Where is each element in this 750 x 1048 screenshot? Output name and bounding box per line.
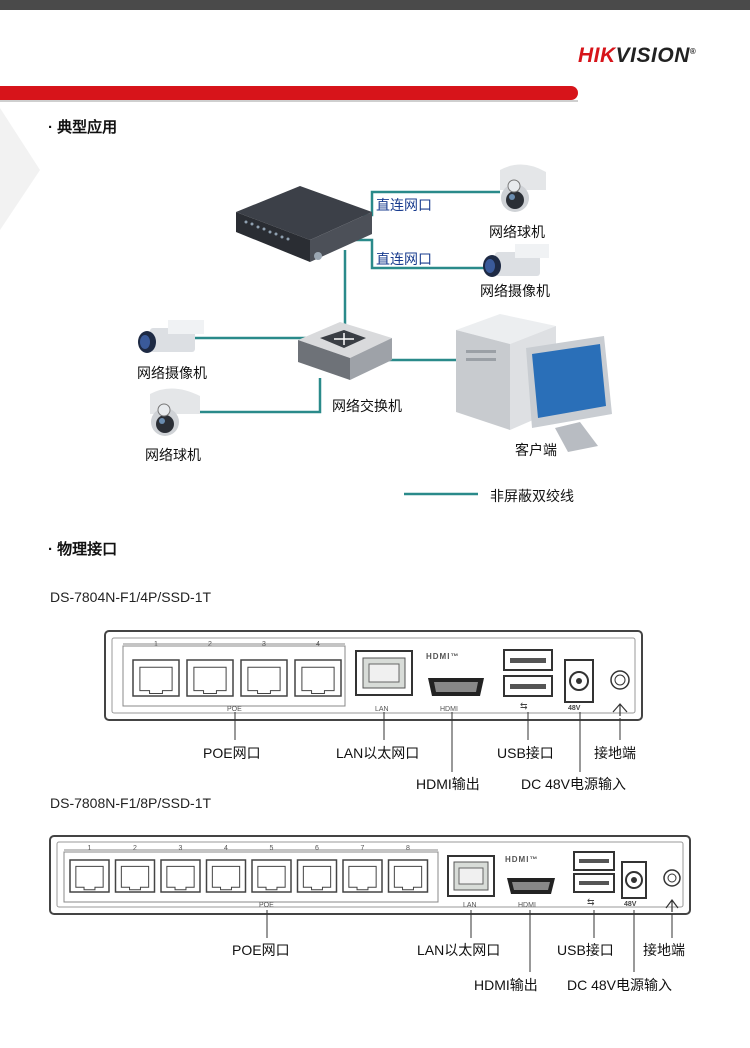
label-bullet-camera-left: 网络摄像机	[137, 365, 207, 381]
poe-port-number: 4	[316, 641, 320, 648]
label-direct-port-2: 直连网口	[376, 251, 432, 267]
callout-poe-device2: POE网口	[232, 942, 290, 958]
section-title-typical-application: · 典型应用	[48, 119, 118, 136]
label-dome-camera-left: 网络球机	[145, 447, 201, 463]
decorative-shape	[0, 108, 40, 230]
panel-label-lan-device1: LAN	[375, 706, 389, 713]
panel-label-poe-device2: POE	[259, 902, 274, 909]
panel-label-48v-device1: 48V	[568, 705, 581, 712]
panel-label-48v-device2: 48V	[624, 901, 637, 908]
panel-label-poe-device1: POE	[227, 706, 242, 713]
usb-symbol-icon-device2: ⇆	[587, 897, 595, 907]
poe-ports-device1	[132, 659, 342, 697]
model-name-device1: DS-7804N-F1/4P/SSD-1T	[50, 589, 212, 605]
poe-port	[186, 659, 234, 697]
label-direct-port-1: 直连网口	[376, 197, 432, 213]
poe-port-number: 6	[315, 845, 319, 852]
label-switch: 网络交换机	[332, 398, 402, 414]
poe-ports-device2	[69, 859, 429, 893]
poe-port	[342, 859, 383, 893]
callout-ground-device2: 接地端	[643, 942, 685, 958]
callout-dc-device2: DC 48V电源输入	[567, 977, 673, 993]
poe-port-number: 8	[406, 845, 410, 852]
top-dark-bar	[0, 0, 750, 10]
poe-port-numbers-device2: 1 2 3 4 5 6 7 8	[88, 845, 411, 852]
legend-label: 非屏蔽双绞线	[490, 488, 574, 504]
bullet-camera-left	[138, 320, 204, 353]
poe-port	[132, 659, 180, 697]
label-bullet-camera-right: 网络摄像机	[480, 283, 550, 299]
hdmi-logo-device2: HDMI™	[505, 855, 539, 864]
poe-port-number: 1	[88, 845, 92, 852]
callout-dc-device1: DC 48V电源输入	[521, 776, 627, 792]
ground-screw-device1	[610, 670, 630, 690]
model-name-device2: DS-7808N-F1/8P/SSD-1T	[50, 795, 212, 811]
poe-port-number: 2	[133, 845, 137, 852]
callout-poe-device1: POE网口	[203, 745, 261, 761]
poe-port-number: 1	[154, 641, 158, 648]
dome-camera-right	[500, 164, 546, 212]
poe-port	[387, 859, 429, 893]
callout-hdmi-device1: HDMI输出	[416, 776, 480, 792]
hikvision-logo: HIKVISION®	[578, 44, 697, 67]
label-dome-camera-right: 网络球机	[489, 224, 545, 240]
callout-lan-device1: LAN以太网口	[336, 745, 420, 761]
poe-port-number: 3	[262, 641, 266, 648]
label-client: 客户端	[515, 442, 557, 458]
client-pc	[456, 314, 612, 452]
poe-port-numbers-device1: 1 2 3 4	[154, 641, 320, 648]
callout-usb-device2: USB接口	[557, 942, 614, 958]
poe-port-number: 3	[179, 845, 183, 852]
panel-label-hdmi-device2: HDMI	[518, 902, 536, 909]
callout-hdmi-device2: HDMI输出	[474, 977, 538, 993]
poe-port	[114, 859, 156, 893]
callout-usb-device1: USB接口	[497, 745, 554, 761]
poe-port	[294, 659, 342, 697]
callout-lan-device2: LAN以太网口	[417, 942, 501, 958]
poe-port	[160, 859, 201, 893]
line-switch-dome	[200, 378, 322, 414]
poe-port-number: 5	[270, 845, 274, 852]
network-diagram	[0, 108, 612, 496]
bullet-camera-right	[483, 244, 549, 277]
usb-symbol-icon-device1: ⇆	[520, 701, 528, 711]
panel-label-hdmi-device1: HDMI	[440, 706, 458, 713]
poe-port	[251, 859, 292, 893]
panel-label-lan-device2: LAN	[463, 902, 477, 909]
network-switch	[298, 322, 392, 380]
poe-port	[69, 859, 110, 893]
dome-camera-left	[150, 388, 200, 436]
poe-port	[240, 659, 288, 697]
callout-ground-device1: 接地端	[594, 745, 636, 761]
poe-port-number: 2	[208, 641, 212, 648]
poe-port	[296, 859, 338, 893]
nvr-device	[236, 186, 372, 262]
poe-port	[205, 859, 247, 893]
poe-port-number: 4	[224, 845, 228, 852]
ground-screw-device2	[663, 869, 681, 887]
hdmi-logo-device1: HDMI™	[426, 652, 460, 661]
section-title-physical-interface: · 物理接口	[48, 541, 118, 558]
header-red-bar	[0, 86, 578, 100]
header-grey-line	[0, 100, 578, 102]
poe-port-number: 7	[361, 845, 365, 852]
